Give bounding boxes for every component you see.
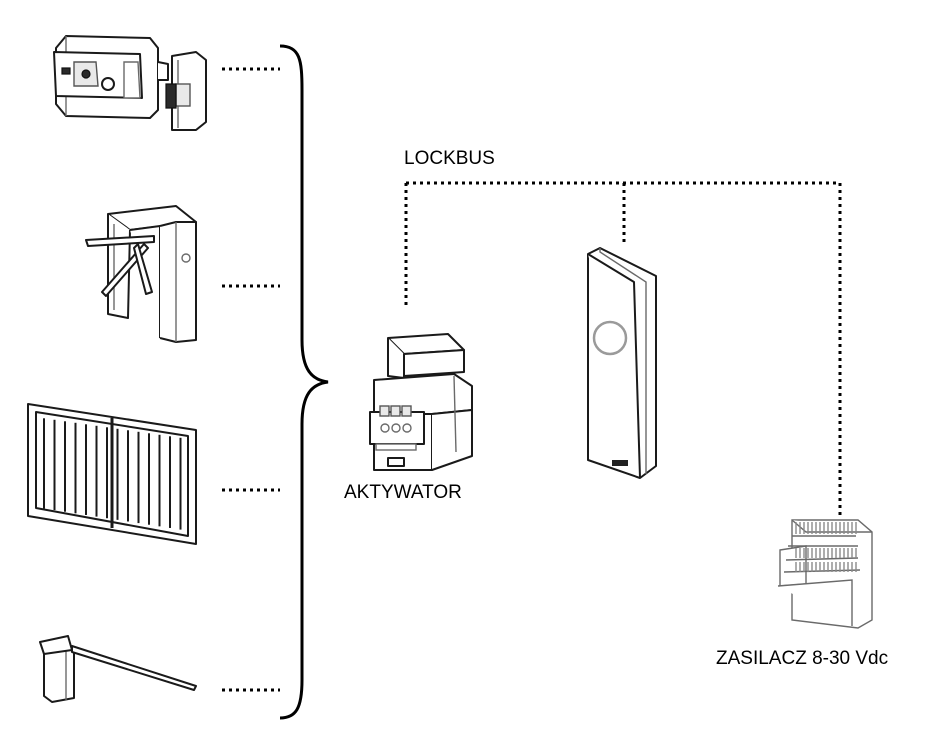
barrier-arm-icon (39, 635, 197, 703)
proximity-reader-icon (587, 247, 657, 479)
actuator-label: AKTYWATOR (344, 482, 462, 503)
lockbus-label: LOCKBUS (404, 148, 495, 169)
electric-rim-lock-icon (53, 35, 207, 131)
actuator-module-icon (369, 333, 473, 471)
curly-brace-icon (279, 44, 329, 720)
turnstile-icon (85, 205, 197, 343)
sliding-gate-icon (27, 403, 197, 545)
device-connectors (222, 67, 280, 692)
power-supply-label: ZASILACZ 8-30 Vdc (716, 648, 889, 669)
lockbus-line (404, 181, 842, 518)
din-power-supply-icon (777, 519, 873, 629)
